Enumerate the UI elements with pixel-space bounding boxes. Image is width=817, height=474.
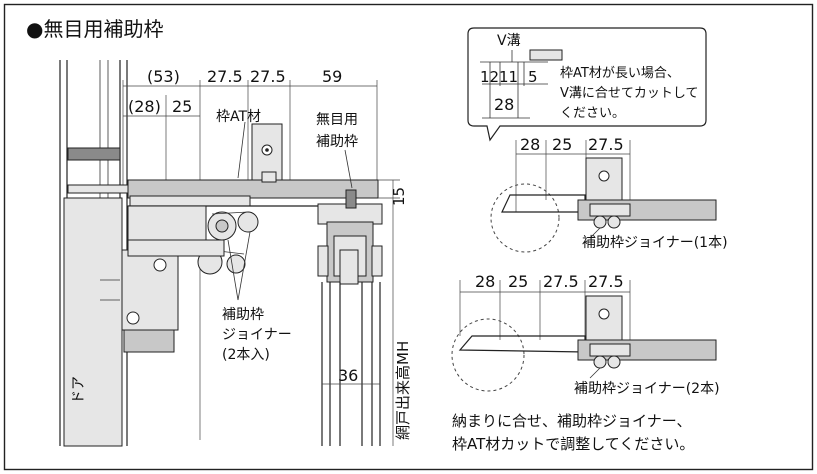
callout-note-3: ください。 [560, 106, 625, 121]
label-screen-mh: 網戸出来高MH [394, 341, 412, 440]
lower-joiner-detail [451, 280, 717, 392]
label-frame-at: 枠AT材 [216, 109, 261, 125]
dim-28-paren: (28) [128, 97, 161, 116]
dim-27-5-b: 27.5 [250, 67, 286, 86]
upper-dim-25: 25 [552, 135, 572, 154]
label-joiner-2: ジョイナー [222, 327, 292, 343]
label-mumoku-1: 無目用 [316, 112, 358, 128]
callout-note-1: 枠AT材が長い場合、 [560, 66, 680, 81]
left-section-drawing [59, 60, 400, 447]
dim-25: 25 [172, 97, 192, 116]
callout-dim-5: 5 [528, 68, 538, 86]
lower-dim-25: 25 [508, 272, 528, 291]
upper-dim-28: 28 [520, 135, 540, 154]
footer-note-line-1: 納まりに合せ、補助枠ジョイナー、 [452, 412, 692, 430]
dim-36: 36 [338, 366, 358, 385]
label-joiner-1: 補助枠 [222, 307, 264, 323]
callout-dim-12: 12 [480, 68, 499, 86]
callout-v-groove: V溝 [497, 33, 521, 49]
lower-dim-28: 28 [475, 272, 495, 291]
v-groove-callout [467, 27, 707, 142]
dim-27-5-a: 27.5 [207, 67, 243, 86]
dim-59: 59 [322, 67, 342, 86]
callout-dim-28: 28 [494, 95, 514, 114]
callout-note-2: V溝に合せてカットして [560, 86, 699, 101]
upper-joiner-label: 補助枠ジョイナー(1本) [582, 235, 728, 251]
upper-dim-27-5: 27.5 [588, 135, 624, 154]
page-title: ●無目用補助枠 [26, 17, 163, 41]
dim-15: 15 [390, 187, 408, 206]
callout-dim-11: 11 [499, 68, 518, 86]
lower-joiner-label: 補助枠ジョイナー(2本) [574, 381, 720, 397]
outer-border [3, 3, 814, 471]
label-mumoku-2: 補助枠 [316, 134, 358, 150]
lower-dim-27-5-a: 27.5 [543, 272, 579, 291]
lower-dim-27-5-b: 27.5 [588, 272, 624, 291]
upper-joiner-detail [490, 140, 717, 253]
label-joiner-3: (2本入) [222, 347, 270, 363]
footer-note-line-2: 枠AT材カットで調整してください。 [452, 435, 694, 453]
label-door: ドア [71, 376, 87, 404]
dim-53: (53) [147, 67, 180, 86]
